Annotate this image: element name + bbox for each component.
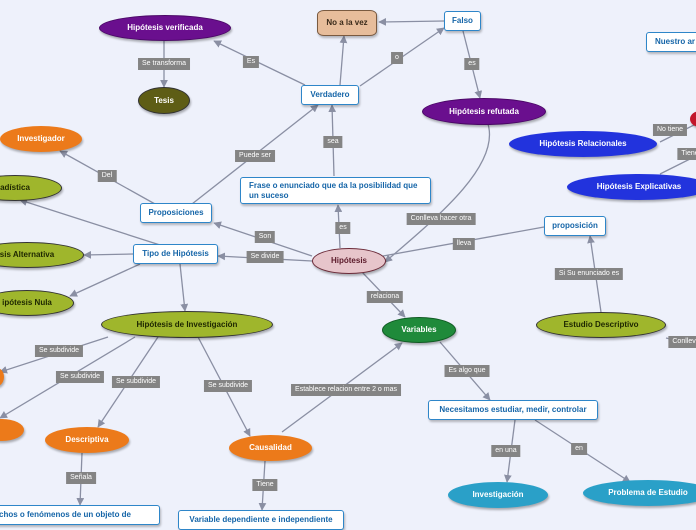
edge-label-no-tiene: No tiene: [652, 124, 688, 136]
edge-label-en-una: en una: [491, 445, 521, 457]
edge-label-se-subdivide-2: Se subdivide: [55, 371, 105, 383]
node-causalidad[interactable]: Causalidad: [229, 435, 312, 461]
edge-label-lleva: lleva: [452, 238, 476, 250]
edge-falso-noalavez: [378, 17, 445, 26]
edge-tipo-investigacion: [179, 263, 189, 312]
node-hipotesis-explicativas[interactable]: Hipótesis Explicativas: [567, 174, 696, 200]
edge-label-se-transforma: Se transforma: [138, 58, 190, 70]
edge-label-tiene-causalidad: Tiene: [252, 479, 278, 491]
edge-label-sea: sea: [323, 136, 343, 148]
node-frase-enunciado[interactable]: Frase o enunciado que da la posibilidad …: [240, 177, 431, 204]
edge-label-si-su-enunciado: Si Su enunciado es: [554, 268, 624, 280]
node-hipotesis-relacionales[interactable]: Hipótesis Relacionales: [509, 131, 657, 157]
node-necesitamos[interactable]: Necesitamos estudiar, medir, controlar: [428, 400, 598, 420]
node-investigador[interactable]: Investigador: [0, 126, 82, 152]
node-red-partial[interactable]: [690, 111, 696, 127]
edge-label-relaciona: relaciona: [366, 291, 404, 303]
edge-label-conlleva-hacer-otra: Conlleva hacer otra: [406, 213, 476, 225]
edge-label-tiene: Tiene: [677, 148, 696, 160]
edge-label-establece-relacion: Establece relacion entre 2 o mas: [291, 384, 401, 396]
edge-label-se-divide: Se divide: [246, 251, 284, 263]
edge-label-son: Son: [254, 231, 276, 243]
edge-verdadero-noalavez: [339, 35, 348, 86]
node-estudio-descriptivo[interactable]: Estudio Descriptivo: [536, 312, 666, 338]
node-hipotesis-nula[interactable]: ipótesis Nula: [0, 290, 74, 316]
edge-label-senala: Señala: [66, 472, 96, 484]
node-hipotesis[interactable]: Hipótesis: [312, 248, 386, 274]
node-proposicion[interactable]: proposición: [544, 216, 606, 236]
node-no-a-la-vez[interactable]: No a la vez: [317, 10, 377, 36]
node-hipotesis-refutada[interactable]: Hipótesis refutada: [422, 98, 546, 125]
edge-label-es-frase: es: [335, 222, 351, 234]
edge-label-se-subdivide-1: Se subdivide: [34, 345, 84, 357]
node-variable-dependiente[interactable]: Variable dependiente e independiente: [178, 510, 344, 530]
edge-label-conlleva: Conlleva: [668, 336, 696, 348]
edge-label-puede-ser: Puede ser: [235, 150, 275, 162]
edge-label-se-subdivide-4: Se subdivide: [203, 380, 253, 392]
edge-refutada-hipotesis: [384, 123, 491, 263]
edge-label-es-falso: es: [464, 58, 480, 70]
node-variables[interactable]: Variables: [382, 317, 456, 343]
edge-label-se-subdivide-3: Se subdivide: [111, 376, 161, 388]
node-proposiciones[interactable]: Proposiciones: [140, 203, 212, 223]
edge-tipo-estadistica: [19, 198, 161, 246]
edge-label-en: en: [571, 443, 587, 455]
node-tipo-hipotesis[interactable]: Tipo de Hipótesis: [133, 244, 218, 264]
node-tesis[interactable]: Tesis: [138, 87, 190, 114]
node-hechos-fenomenos[interactable]: chos o fenómenos de un objeto de: [0, 505, 160, 525]
edge-label-del: Del: [97, 170, 117, 182]
edge-label-o: o: [391, 52, 403, 64]
node-nuestro-ar[interactable]: Nuestro ar: [646, 32, 696, 52]
node-partial-orange-1[interactable]: [0, 368, 4, 386]
edge-label-es: Es: [242, 56, 260, 68]
node-verdadero[interactable]: Verdadero: [301, 85, 359, 105]
node-descriptiva[interactable]: Descriptiva: [45, 427, 129, 453]
node-partial-orange-2[interactable]: [0, 419, 24, 441]
node-hipotesis-verificada[interactable]: Hipótesis verificada: [99, 15, 231, 41]
edge-tipo-alternativa: [83, 250, 134, 259]
node-falso[interactable]: Falso: [444, 11, 481, 31]
edge-verdadero-verificada: [213, 40, 306, 86]
edge-tipo-nula: [69, 263, 141, 297]
edge-label-es-algo-que: Es algo que: [444, 365, 490, 377]
node-hipotesis-investigacion[interactable]: Hipótesis de Investigación: [101, 311, 273, 338]
node-investigacion[interactable]: Investigación: [448, 482, 548, 508]
node-problema-estudio[interactable]: Problema de Estudio: [583, 480, 696, 506]
